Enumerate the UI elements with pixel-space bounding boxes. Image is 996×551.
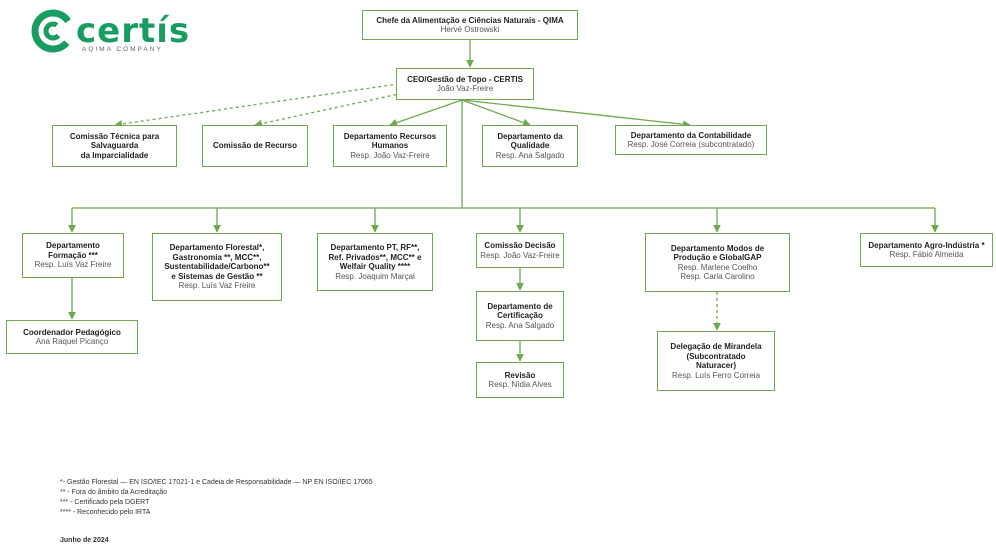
node-dep-contabilidade-title: Departamento da Contabilidade xyxy=(630,130,752,140)
node-revisao-sub: Resp. Nídia Alves xyxy=(488,380,552,389)
node-coordenador-title: Coordenador Pedagógico xyxy=(23,327,121,337)
node-delegacao-sub: Resp. Luís Ferro Correia xyxy=(671,370,761,380)
footnote: **** - Reconhecido pelo IRTA xyxy=(60,509,151,516)
node-comissao-recurso: Comissão de Recurso xyxy=(202,125,308,167)
node-coordenador-sub: Ana Raquel Picanço xyxy=(35,337,109,346)
footnote: *- Gestão Florestal — EN ISO/IEC 17021-1… xyxy=(60,479,373,486)
node-comissao-recurso-title: Comissão de Recurso xyxy=(212,141,298,151)
node-dep-formacao: Departamento Formação *** Resp. Luís Vaz… xyxy=(22,233,124,278)
certis-logo: certís AQIMA COMPANY xyxy=(30,8,190,54)
logo-wordmark: certís xyxy=(76,11,191,51)
node-dep-qualidade-sub: Resp. Ana Salgado xyxy=(495,150,565,160)
node-dep-pt-title: Departamento PT, RF**, Ref. Privados**, … xyxy=(328,243,422,271)
node-dep-contabilidade-sub: Resp. José Correia (subcontratado) xyxy=(627,140,755,149)
footnotes: *- Gestão Florestal — EN ISO/IEC 17021-1… xyxy=(60,478,373,518)
node-dep-agro: Departamento Agro-Indústria * Resp. Fábi… xyxy=(860,233,993,267)
node-comissao-decisao-sub: Resp. João Vaz-Freire xyxy=(480,250,560,260)
node-qima: Chefe da Alimentação e Ciências Naturais… xyxy=(362,10,578,40)
node-revisao: Revisão Resp. Nídia Alves xyxy=(476,362,564,398)
footnote: *** - Certificado pela DGERT xyxy=(60,499,150,506)
node-dep-modos-sub: Resp. Marlene Coelho Resp. Carla Carolin… xyxy=(677,262,758,282)
node-qima-title: Chefe da Alimentação e Ciências Naturais… xyxy=(376,15,564,25)
node-delegacao: Delegação de Mirandela (Subcontratado Na… xyxy=(657,331,775,391)
node-dep-rh-title: Departamento Recursos Humanos xyxy=(343,131,437,151)
node-dep-rh-sub: Resp. João Vaz-Freire xyxy=(350,150,430,160)
node-dep-certificacao-title: Departamento de Certificação xyxy=(487,301,553,321)
node-dep-florestal: Departamento Florestal*, Gastronomia **,… xyxy=(152,233,282,301)
node-dep-pt-sub: Resp. Joaquim Marçal xyxy=(335,271,415,281)
node-qima-sub: Hervé Ostrowski xyxy=(440,25,500,34)
node-ceo-sub: João Vaz-Freire xyxy=(436,84,494,93)
node-dep-contabilidade: Departamento da Contabilidade Resp. José… xyxy=(615,125,767,155)
logo-tagline: AQIMA COMPANY xyxy=(82,46,163,53)
node-ceo-title: CEO/Gestão de Topo - CERTIS xyxy=(407,74,523,84)
node-dep-rh: Departamento Recursos Humanos Resp. João… xyxy=(333,125,447,167)
node-dep-agro-title: Departamento Agro-Indústria * xyxy=(868,240,985,250)
node-dep-florestal-sub: Resp. Luís Vaz Freire xyxy=(178,281,256,291)
node-dep-certificacao: Departamento de Certificação Resp. Ana S… xyxy=(476,291,564,341)
certis-logo-icon xyxy=(31,9,75,53)
node-dep-certificacao-sub: Resp. Ana Salgado xyxy=(485,320,555,330)
node-dep-florestal-title: Departamento Florestal*, Gastronomia **,… xyxy=(164,243,270,281)
node-dep-modos-title: Departamento Modos de Produção e GlobalG… xyxy=(670,243,765,263)
node-dep-pt: Departamento PT, RF**, Ref. Privados**, … xyxy=(317,233,433,291)
document-date: Junho de 2024 xyxy=(60,537,109,544)
node-dep-formacao-title: Departamento Formação *** xyxy=(46,241,100,260)
node-revisao-title: Revisão xyxy=(504,370,536,380)
node-dep-agro-sub: Resp. Fábio Almeida xyxy=(889,250,964,259)
node-dep-qualidade: Departamento da Qualidade Resp. Ana Salg… xyxy=(482,125,578,167)
node-comissao-decisao: Comissão Decisão Resp. João Vaz-Freire xyxy=(476,233,564,268)
node-dep-formacao-sub: Resp. Luís Vaz Freire xyxy=(34,260,112,270)
node-comissao-tecnica: Comissão Técnica para Salvaguarda da Imp… xyxy=(52,125,177,167)
footnote: ** - Fora do âmbito da Acreditação xyxy=(60,489,168,496)
node-ceo: CEO/Gestão de Topo - CERTIS João Vaz-Fre… xyxy=(396,68,534,100)
node-delegacao-title: Delegação de Mirandela (Subcontratado Na… xyxy=(670,342,762,370)
node-comissao-tecnica-title: Comissão Técnica para Salvaguarda da Imp… xyxy=(69,131,160,160)
node-comissao-decisao-title: Comissão Decisão xyxy=(484,241,556,250)
node-dep-qualidade-title: Departamento da Qualidade xyxy=(497,131,563,151)
node-dep-modos: Departamento Modos de Produção e GlobalG… xyxy=(645,233,790,292)
node-coordenador: Coordenador Pedagógico Ana Raquel Picanç… xyxy=(6,320,138,354)
